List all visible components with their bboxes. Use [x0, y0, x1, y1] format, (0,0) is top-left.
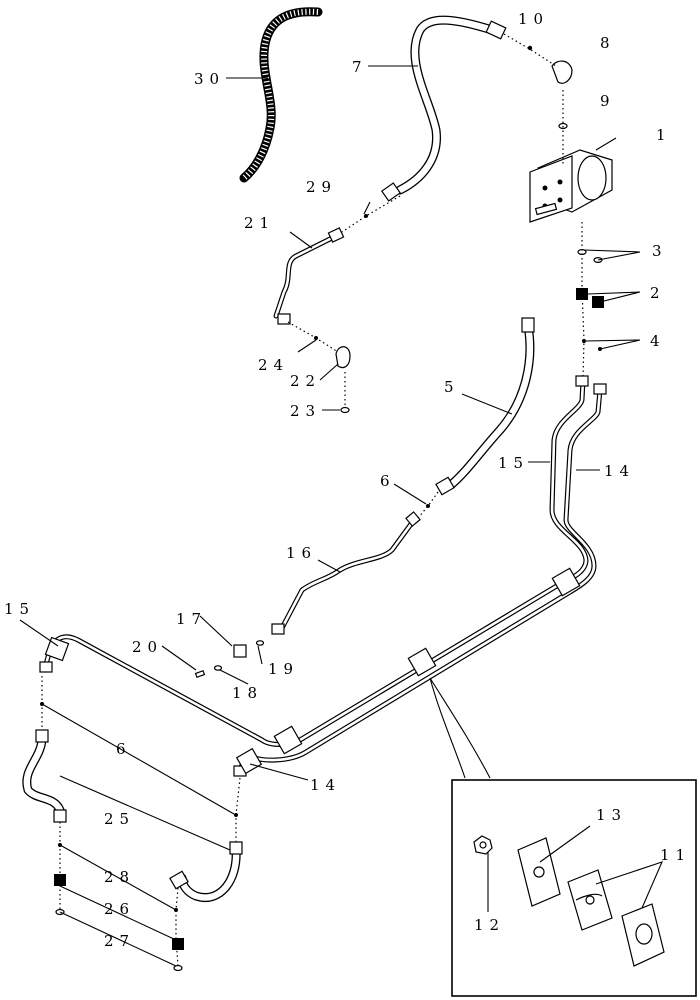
main-tubes-14-15 [39, 375, 607, 777]
tube-21 [273, 227, 345, 325]
label-24: 24 [258, 356, 289, 374]
label-14-left: 14 [310, 776, 341, 794]
label-21: 21 [244, 214, 275, 232]
elbow-fitting-22 [335, 346, 351, 369]
label-15-left: 15 [4, 600, 35, 618]
callout-labels: 30 7 10 8 9 1 3 2 4 29 21 24 22 23 5 6 1… [4, 10, 691, 950]
label-30: 30 [194, 70, 225, 88]
nut-12 [473, 835, 493, 855]
inset-box [451, 779, 697, 997]
label-27: 27 [104, 932, 135, 950]
hose-7 [380, 15, 507, 202]
fittings-2-3-4 [576, 249, 604, 351]
fitting-17 [233, 644, 247, 658]
pump-1 [529, 149, 613, 223]
label-2: 2 [650, 284, 666, 302]
label-13: 13 [596, 806, 627, 824]
label-1: 1 [656, 126, 672, 144]
pin-20 [194, 669, 206, 679]
label-10: 10 [518, 10, 549, 28]
label-17: 17 [176, 610, 207, 628]
label-11: 11 [660, 846, 691, 864]
assembly-lines [41, 33, 585, 967]
spring-guard-30 [239, 7, 323, 183]
clamp-assemblies [44, 567, 581, 775]
o-ring-10 [527, 45, 533, 51]
label-23: 23 [290, 402, 321, 420]
inset-pointer [429, 677, 491, 779]
label-6-upper: 6 [380, 472, 396, 490]
label-9: 9 [600, 92, 616, 110]
tube-16 [271, 511, 421, 635]
o-ring-19 [255, 640, 265, 646]
label-29: 29 [306, 178, 337, 196]
label-26: 26 [104, 900, 135, 918]
hose-25-right [169, 841, 243, 902]
label-4: 4 [650, 332, 666, 350]
label-28: 28 [104, 868, 135, 886]
label-5: 5 [444, 378, 460, 396]
label-14-right: 14 [604, 462, 635, 480]
label-22: 22 [290, 372, 321, 390]
label-8: 8 [600, 34, 616, 52]
clamp-half-11b [621, 903, 665, 967]
label-3: 3 [652, 242, 668, 260]
o-ring-23 [340, 406, 350, 414]
leader-lines [19, 65, 663, 967]
hose-25-left [22, 729, 67, 823]
label-6-lower: 6 [116, 740, 132, 758]
label-25: 25 [104, 810, 135, 828]
label-18: 18 [232, 684, 263, 702]
label-15-right: 15 [498, 454, 529, 472]
label-20: 20 [132, 638, 163, 656]
label-7: 7 [352, 58, 368, 76]
fittings-26-27-28 [40, 702, 238, 972]
hose-5 [435, 317, 535, 496]
o-ring-18 [213, 665, 223, 671]
label-12: 12 [474, 916, 505, 934]
elbow-fitting-8 [551, 60, 573, 84]
label-16: 16 [286, 544, 317, 562]
label-19: 19 [268, 660, 299, 678]
clamp-half-11a [567, 869, 613, 931]
